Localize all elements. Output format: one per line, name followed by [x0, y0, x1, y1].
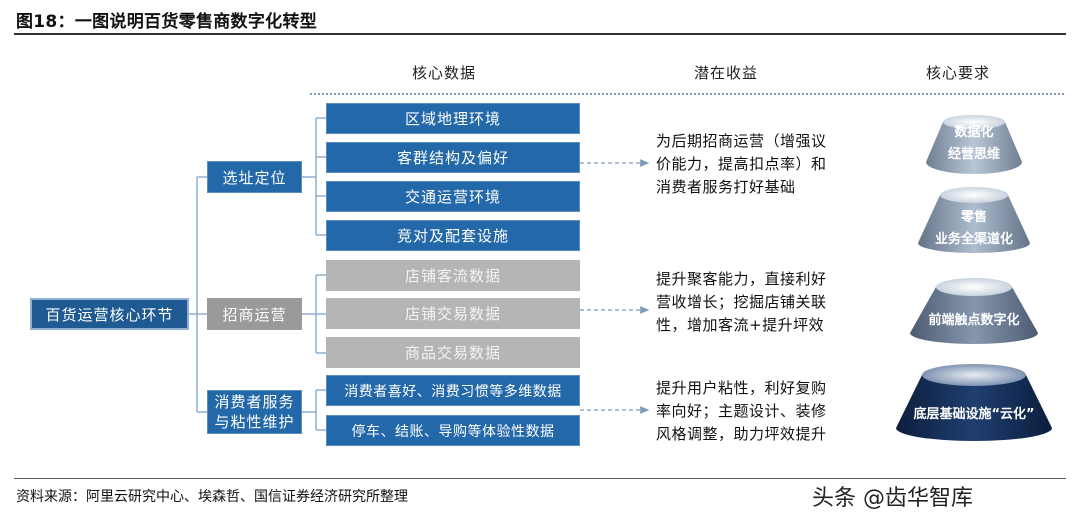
- benefit-text-1: 为后期招商运营（增强议 价能力，提高扣点率）和 消费者服务打好基础: [656, 132, 827, 196]
- data-item: 客群结构及偏好: [326, 142, 580, 173]
- header-potential-benefit: 潜在收益: [694, 64, 759, 82]
- category-consumer-service: 消费者服务 与粘性维护: [207, 390, 302, 434]
- category-consumer-service-line-1: 消费者服务: [214, 393, 295, 411]
- category-merchant-operation: 招商运营: [207, 298, 302, 330]
- data-item: 交通运营环境: [326, 181, 580, 212]
- data-item: 竞对及配套设施: [326, 220, 580, 251]
- benefit-text-3: 提升用户粘性，利好复购 率向好；主题设计、装修 风格调整，助力坪效提升: [656, 379, 827, 443]
- watermark: 头条 @齿华智库: [812, 486, 973, 511]
- requirement-label-2: 零售 业务全渠道化: [934, 210, 1013, 247]
- figure-title: 图18：一图说明百货零售商数字化转型: [16, 12, 318, 32]
- title-rule: [14, 33, 1066, 35]
- category-consumer-service-line-2: 与粘性维护: [214, 413, 295, 431]
- header-dotted-rule: [310, 93, 1064, 95]
- benefit-text-2: 提升聚客能力，直接利好 营收增长；挖掘店铺关联 性，增加客流+提升坪效: [656, 270, 827, 334]
- data-item: 区域地理环境: [326, 103, 580, 134]
- cone-omnichannel: [918, 187, 1030, 253]
- source-note: 资料来源：阿里云研究中心、埃森哲、国信证券经济研究所整理: [16, 489, 408, 505]
- cone-cloud-infrastructure: [896, 364, 1052, 441]
- data-item: 商品交易数据: [326, 337, 580, 368]
- header-core-data: 核心数据: [412, 64, 477, 82]
- cone-frontend-digital: [910, 278, 1038, 344]
- header-core-requirement: 核心要求: [926, 64, 991, 82]
- category-site-selection: 选址定位: [207, 161, 302, 193]
- footer-rule: [14, 478, 1066, 479]
- requirement-label-3: 前端触点数字化: [928, 313, 1020, 328]
- data-item: 店铺交易数据: [326, 298, 580, 329]
- requirement-label-1: 数据化 经营思维: [947, 125, 1000, 162]
- root-node: 百货运营核心环节: [30, 298, 189, 330]
- data-item: 停车、结账、导购等体验性数据: [326, 415, 580, 446]
- cone-data-driven: [926, 115, 1022, 174]
- data-item: 店铺客流数据: [326, 260, 580, 291]
- data-item: 消费者喜好、消费习惯等多维数据: [326, 375, 580, 406]
- requirement-label-4: 底层基础设施“云化”: [913, 407, 1035, 422]
